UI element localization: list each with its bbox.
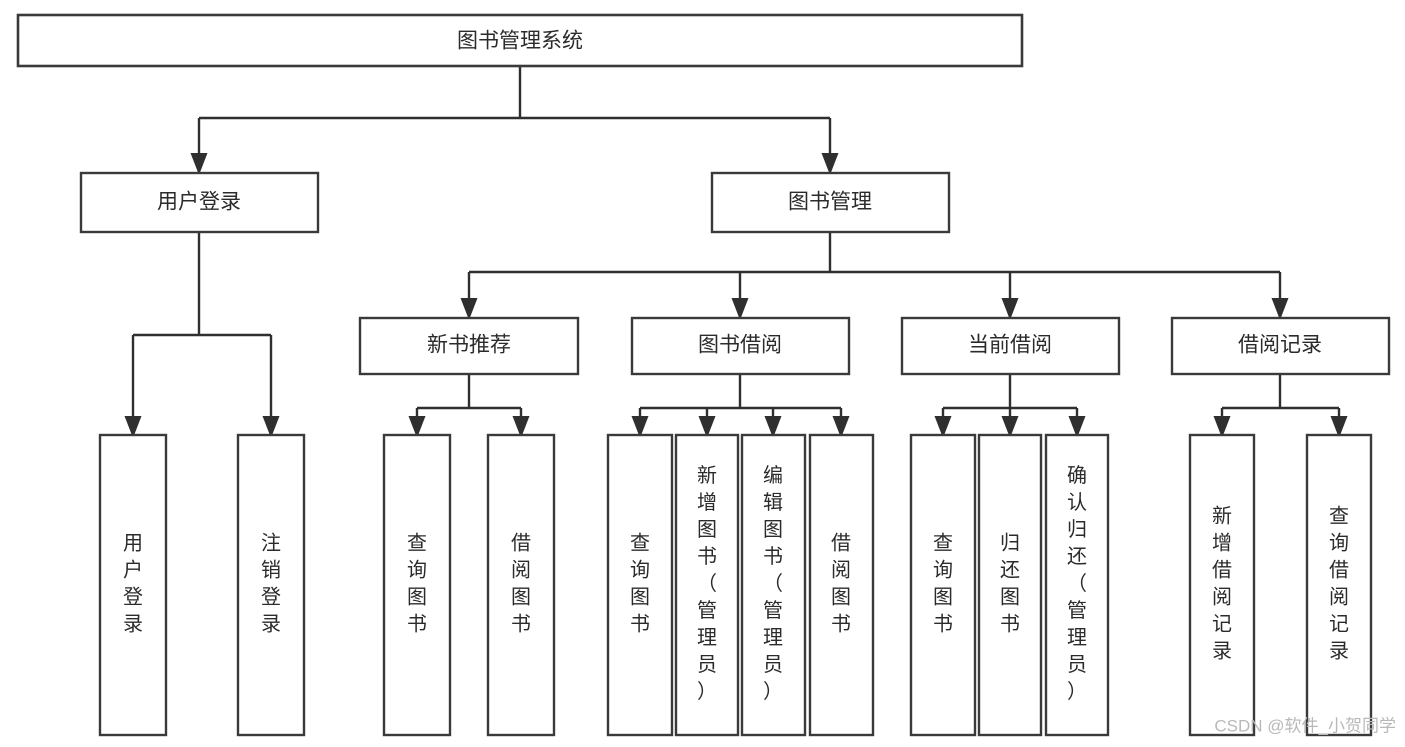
connector-bookborrow-to-leaves <box>631 374 850 438</box>
leaf-current-borrow-1[interactable]: 归还图书 <box>977 433 1043 737</box>
connector-bookmgmt-to-level2 <box>460 232 1289 320</box>
leaf-user-login-0-label: 用户登录 <box>123 533 143 636</box>
leaf-user-login-1[interactable]: 注销登录 <box>236 433 306 737</box>
leaf-current-borrow-1-label: 归还图书 <box>1000 532 1020 636</box>
node-new-book-recommend-label: 新书推荐 <box>427 334 511 357</box>
connector-root-to-level1 <box>190 66 839 175</box>
leaf-borrow-record-0-label: 新增借阅记录 <box>1212 505 1232 663</box>
node-user-login-label: 用户登录 <box>157 191 241 214</box>
leaf-book-borrow-3-label: 借阅图书 <box>831 532 851 636</box>
node-current-borrow-label: 当前借阅 <box>968 334 1052 357</box>
node-book-management-label: 图书管理 <box>788 191 872 214</box>
node-book-borrow[interactable]: 图书借阅 <box>630 316 851 376</box>
node-new-book-recommend[interactable]: 新书推荐 <box>358 316 580 376</box>
node-current-borrow[interactable]: 当前借阅 <box>900 316 1121 376</box>
leaf-borrow-record-0[interactable]: 新增借阅记录 <box>1188 433 1256 737</box>
leaf-book-borrow-2-label: 编辑图书（管理员） <box>763 464 783 703</box>
leaf-book-borrow-1[interactable]: 新增图书（管理员） <box>674 433 740 737</box>
leaf-new-book-recommend-1[interactable]: 借阅图书 <box>486 433 556 737</box>
node-borrow-record-label: 借阅记录 <box>1238 334 1322 357</box>
node-root-label: 图书管理系统 <box>457 30 583 53</box>
leaf-new-book-recommend-0[interactable]: 查询图书 <box>382 433 452 737</box>
leaf-book-borrow-0-label: 查询图书 <box>630 532 650 636</box>
connector-newbook-to-leaves <box>408 374 530 438</box>
leaf-current-borrow-2-label: 确认归还（管理员） <box>1067 464 1087 703</box>
node-borrow-record[interactable]: 借阅记录 <box>1170 316 1391 376</box>
node-user-login[interactable]: 用户登录 <box>79 171 320 234</box>
node-book-management[interactable]: 图书管理 <box>710 171 951 234</box>
leaf-book-borrow-2[interactable]: 编辑图书（管理员） <box>740 433 807 737</box>
node-book-borrow-label: 图书借阅 <box>698 334 782 357</box>
leaf-new-book-recommend-1-label: 借阅图书 <box>511 532 531 636</box>
csdn-watermark: CSDN @软件_小贺同学 <box>1214 716 1396 735</box>
leaf-book-borrow-1-label: 新增图书（管理员） <box>697 464 717 703</box>
leaf-current-borrow-2[interactable]: 确认归还（管理员） <box>1044 433 1110 737</box>
connector-borrowrecord-to-leaves <box>1213 374 1348 438</box>
leaf-user-login-1-label: 注销登录 <box>261 532 281 636</box>
leaf-current-borrow-0[interactable]: 查询图书 <box>909 433 977 737</box>
leaf-current-borrow-0-label: 查询图书 <box>933 532 953 636</box>
connector-userlogin-to-leaves <box>124 232 280 438</box>
leaf-user-login-0[interactable]: 用户登录 <box>98 433 168 737</box>
leaf-borrow-record-1-label: 查询借阅记录 <box>1329 505 1349 663</box>
node-root[interactable]: 图书管理系统 <box>16 13 1024 68</box>
leaf-book-borrow-0[interactable]: 查询图书 <box>606 433 674 737</box>
leaf-new-book-recommend-0-label: 查询图书 <box>407 532 427 636</box>
leaf-book-borrow-3[interactable]: 借阅图书 <box>808 433 875 737</box>
connector-currentborrow-to-leaves <box>934 374 1086 438</box>
leaf-borrow-record-1[interactable]: 查询借阅记录 <box>1305 433 1373 737</box>
